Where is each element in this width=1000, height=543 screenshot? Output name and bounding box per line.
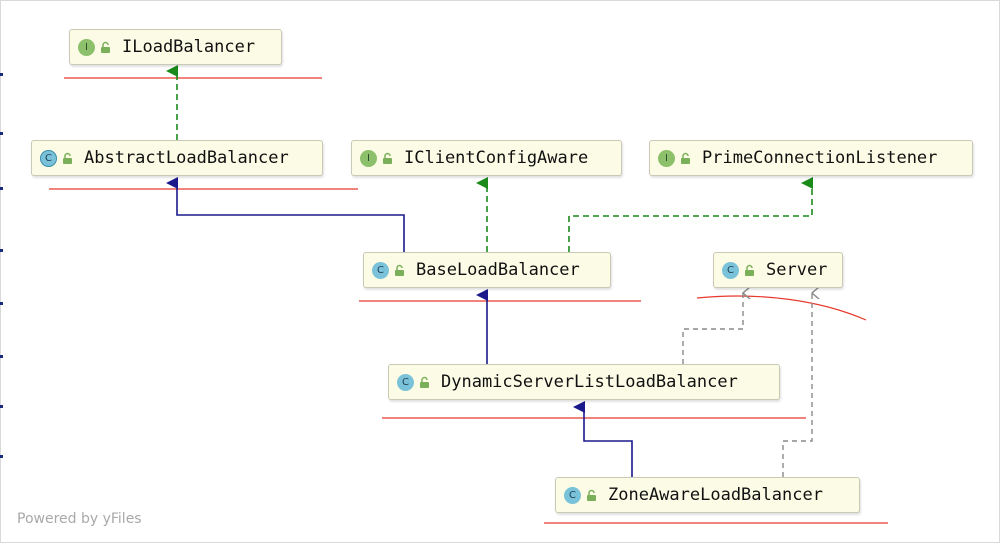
lock-icon (393, 264, 406, 277)
lock-icon (99, 41, 112, 54)
gutter-marker (0, 302, 3, 305)
class-node-dynamicserverlistloadbalancer[interactable]: C DynamicServerListLoadBalancer (388, 364, 780, 400)
edge-implements (568, 177, 813, 252)
class-node-baseloadbalancer[interactable]: C BaseLoadBalancer (363, 252, 611, 288)
lock-icon (585, 489, 598, 502)
gutter-marker (0, 187, 3, 190)
edge-extends (166, 177, 405, 252)
annotation-underline (696, 295, 867, 321)
class-icon: C (564, 486, 581, 504)
edge-depends (782, 293, 812, 477)
lock-icon (381, 152, 394, 165)
lock-icon (743, 264, 756, 277)
class-name: DynamicServerListLoadBalancer (441, 372, 738, 392)
class-name: ILoadBalancer (122, 37, 256, 57)
class-node-server[interactable]: C Server (713, 252, 843, 288)
class-node-primeconnectionlistener[interactable]: I PrimeConnectionListener (649, 140, 973, 176)
gutter-marker (0, 355, 3, 358)
interface-icon: I (658, 149, 675, 167)
edge-extends (573, 401, 633, 477)
class-icon: C (372, 261, 389, 279)
class-icon: C (722, 261, 739, 279)
class-name: ZoneAwareLoadBalancer (608, 485, 823, 505)
class-node-iloadbalancer[interactable]: I ILoadBalancer (69, 29, 282, 65)
class-icon: C (397, 373, 414, 391)
gutter-marker (0, 132, 3, 135)
interface-icon: I (78, 38, 95, 56)
gutter-marker (0, 73, 3, 76)
gutter-marker (0, 405, 3, 408)
abstract-class-icon: C (40, 149, 57, 167)
interface-icon: I (360, 149, 377, 167)
class-node-abstractloadbalancer[interactable]: C AbstractLoadBalancer (31, 140, 323, 176)
gutter-marker (0, 249, 3, 252)
class-node-zoneawareloadbalancer[interactable]: C ZoneAwareLoadBalancer (555, 477, 860, 513)
lock-icon (61, 152, 74, 165)
class-name: IClientConfigAware (404, 148, 589, 168)
lock-icon (418, 376, 431, 389)
class-name: AbstractLoadBalancer (84, 148, 289, 168)
class-name: Server (766, 260, 828, 280)
class-node-iclientconfigaware[interactable]: I IClientConfigAware (351, 140, 622, 176)
class-name: PrimeConnectionListener (702, 148, 938, 168)
powered-by-footer: Powered by yFiles (17, 511, 142, 527)
gutter-marker (0, 455, 3, 458)
class-name: BaseLoadBalancer (416, 260, 580, 280)
lock-icon (679, 152, 692, 165)
edge-depends (682, 293, 743, 364)
